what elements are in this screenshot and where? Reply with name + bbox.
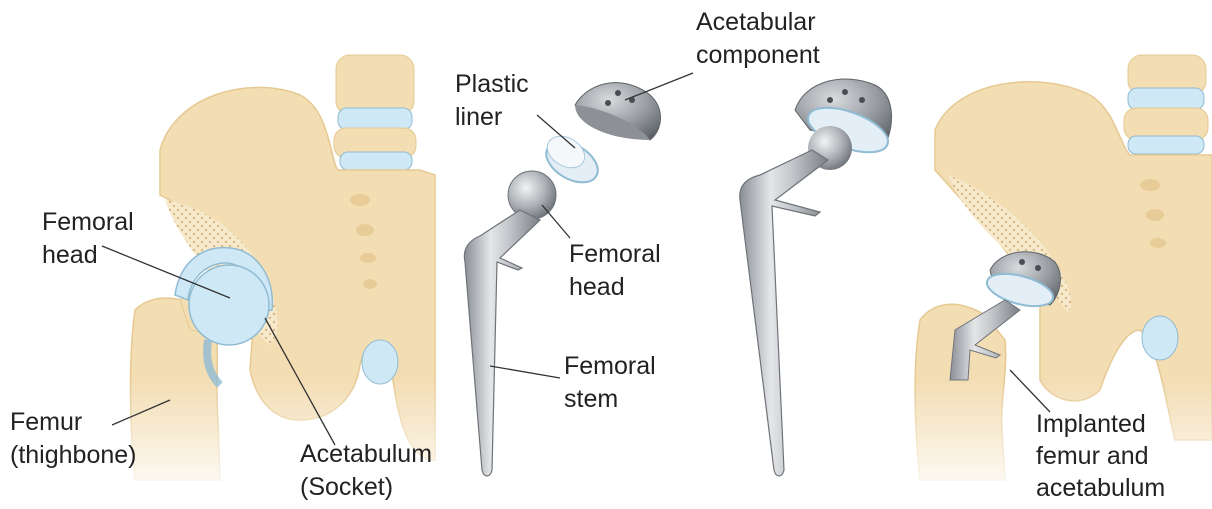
assembled-implant bbox=[740, 79, 894, 476]
label-femoral-stem: Femoral stem bbox=[564, 350, 656, 416]
exploded-implant bbox=[464, 79, 893, 476]
label-femoral-head-implant: Femoral head bbox=[569, 238, 661, 304]
femoral-stem bbox=[464, 210, 540, 476]
label-plastic-liner: Plastic liner bbox=[455, 68, 529, 134]
label-femur: Femur (thighbone) bbox=[10, 406, 136, 472]
label-acetabulum: Acetabulum (Socket) bbox=[300, 438, 432, 504]
femoral-head-implant bbox=[508, 171, 556, 219]
label-implanted: Implanted femur and acetabulum bbox=[1036, 408, 1165, 504]
label-acetabular-component: Acetabular component bbox=[696, 6, 820, 72]
label-femoral-head-natural: Femoral head bbox=[42, 206, 134, 272]
